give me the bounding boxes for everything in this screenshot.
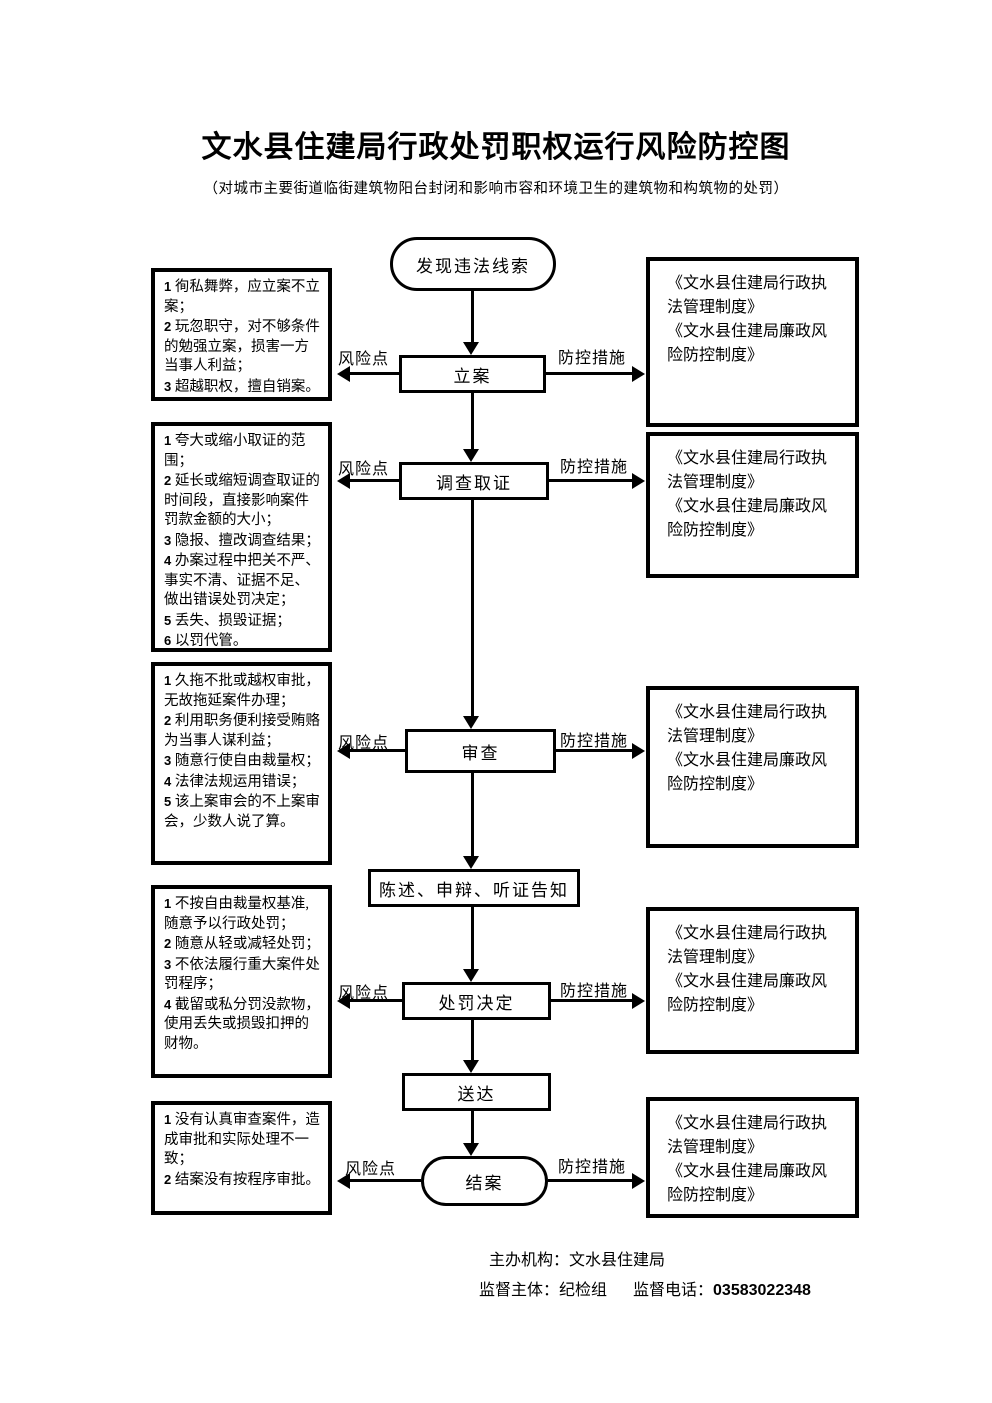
risk-box-investigation: 1 夸大或缩小取证的范围； 2 延长或缩短调查取证的时间段，直接影响案件罚款金额的… [151,422,332,652]
page-title: 文水县住建局行政处罚职权运行风险防控图 [201,131,791,164]
risk-item: 3 超越职权，擅自销案。 [164,378,320,395]
arrow-head-left-icon [337,743,350,759]
footer-supervisor: 监督主体：纪检组 [479,1282,608,1299]
arrow-head-right-icon [632,366,645,382]
risk-item: 2 随意从轻或减轻处罚； [164,936,320,952]
risk-item: 2 结案没有按程序审批。 [164,1171,320,1188]
risk-item: 4 办案过程中把关不严、事实不清、证据不足、做出错误处罚决定； [164,553,320,608]
arrow-line [546,372,632,375]
measure-line: 《文水县住建局行政执法管理制度》 [667,450,828,491]
risk-item: 1 夸大或缩小取证的范围； [164,433,306,469]
risk-item: 2 延长或缩短调查取证的时间段，直接影响案件罚款金额的大小； [164,473,320,528]
arrow-head-right-icon [632,473,645,489]
arrow-line [350,749,405,752]
arrow-line [350,999,402,1002]
arrow-head-left-icon [337,473,350,489]
risk-item: 3 随意行使自由裁量权； [164,753,320,769]
arrow-line [556,749,632,752]
arrow-line [350,479,399,482]
arrow-head-right-icon [632,1173,645,1189]
control-measure-label: 防控措施 [560,459,629,476]
risk-box-review: 1 久拖不批或越权审批，无故拖延案件办理； 2 利用职务便利接受贿赂为当事人谋利益… [151,662,332,865]
flow-step-investigation: 调查取证 [399,462,549,500]
measure-line: 《文水县住建局廉政风险防控制度》 [667,323,828,364]
footer-organizer: 主办机构：文水县住建局 [489,1252,666,1269]
arrow-head-left-icon [337,993,350,1009]
measure-box-investigation: 《文水县住建局行政执法管理制度》《文水县住建局廉政风险防控制度》 [646,432,859,578]
flow-step-filing: 立案 [399,355,546,393]
measure-line: 《文水县住建局廉政风险防控制度》 [667,498,828,539]
risk-item: 2 玩忽职守，对不够条件的勉强立案，损害一方当事人利益； [164,319,320,374]
risk-item: 1 不按自由裁量权基准,随意予以行政处罚； [164,896,309,932]
flow-step-notice: 陈述、申辩、听证告知 [368,869,580,907]
measure-line: 《文水县住建局廉政风险防控制度》 [667,1163,828,1204]
arrow-line [471,907,474,969]
arrow-line [548,1179,632,1182]
measure-box-closing: 《文水县住建局行政执法管理制度》《文水县住建局廉政风险防控制度》 [646,1097,859,1218]
risk-box-closing: 1 没有认真审查案件，造成审批和实际处理不一致； 2 结案没有按程序审批。 [151,1101,332,1215]
flow-start-oval: 发现违法线索 [390,237,556,291]
risk-box-filing: 1 徇私舞弊，应立案不立案； 2 玩忽职守，对不够条件的勉强立案，损害一方当事人利… [151,268,332,401]
arrow-head-left-icon [337,1173,350,1189]
arrow-line [350,1179,421,1182]
risk-point-label: 风险点 [338,735,390,752]
measure-line: 《文水县住建局行政执法管理制度》 [667,1115,828,1156]
arrow-line [471,773,474,856]
measure-line: 《文水县住建局行政执法管理制度》 [667,925,828,966]
arrow-head-down-icon [463,969,479,982]
risk-point-label: 风险点 [338,351,390,368]
measure-line: 《文水县住建局行政执法管理制度》 [667,275,828,316]
measure-box-decision: 《文水县住建局行政执法管理制度》《文水县住建局廉政风险防控制度》 [646,907,859,1054]
footer-supervision: 监督主体：纪检组 监督电话：03583022348 [479,1276,811,1300]
arrow-line [471,500,474,716]
risk-item: 1 久拖不批或越权审批，无故拖延案件办理； [164,673,320,709]
arrow-line [471,1111,474,1143]
measure-box-review: 《文水县住建局行政执法管理制度》《文水县住建局廉政风险防控制度》 [646,686,859,848]
arrow-head-left-icon [337,366,350,382]
risk-point-label: 风险点 [338,985,390,1002]
arrow-line [471,1020,474,1060]
risk-item: 1 没有认真审查案件，造成审批和实际处理不一致； [164,1112,320,1167]
risk-item: 2 利用职务便利接受贿赂为当事人谋利益； [164,713,320,749]
risk-item: 3 不依法履行重大案件处罚程序； [164,956,320,993]
risk-item: 6 以罚代管。 [164,633,248,649]
risk-item: 4 法律法规运用错误； [164,773,306,790]
control-measure-label: 防控措施 [560,983,629,1000]
arrow-head-down-icon [463,716,479,729]
arrow-line [551,999,632,1002]
footer-phone-number: 03583022348 [713,1282,811,1299]
arrow-head-down-icon [463,342,479,355]
arrow-head-down-icon [463,1060,479,1073]
risk-item: 5 该上案审会的不上案审会，少数人说了算。 [164,794,320,830]
arrow-head-down-icon [463,856,479,869]
flow-step-review: 审查 [405,729,556,773]
arrow-head-right-icon [632,993,645,1009]
risk-point-label: 风险点 [338,461,390,478]
measure-line: 《文水县住建局廉政风险防控制度》 [667,752,828,793]
arrow-line [471,291,474,342]
risk-item: 5 丢失、损毁证据； [164,612,291,629]
risk-item: 4 截留或私分罚没款物，使用丢失或损毁扣押的财物。 [164,996,320,1052]
control-measure-label: 防控措施 [558,1159,627,1176]
flow-end-oval: 结案 [421,1156,548,1206]
footer-phone-label: 监督电话： [633,1282,714,1299]
control-measure-label: 防控措施 [558,350,627,367]
risk-item: 1 徇私舞弊，应立案不立案； [164,279,320,315]
arrow-head-down-icon [463,1143,479,1156]
arrow-line [350,372,399,375]
page-subtitle: （对城市主要街道临街建筑物阳台封闭和影响市容和环境卫生的建筑物和构筑物的处罚） [203,181,789,197]
arrow-line [471,393,474,449]
measure-box-filing: 《文水县住建局行政执法管理制度》《文水县住建局廉政风险防控制度》 [646,257,859,427]
control-measure-label: 防控措施 [560,733,629,750]
risk-box-decision: 1 不按自由裁量权基准,随意予以行政处罚； 2 随意从轻或减轻处罚； 3 不依法履行… [151,885,332,1078]
measure-line: 《文水县住建局行政执法管理制度》 [667,704,828,745]
risk-item: 3 隐报、擅改调查结果； [164,532,320,549]
flow-step-decision: 处罚决定 [402,982,551,1020]
arrow-line [549,479,632,482]
flow-step-delivery: 送达 [402,1073,551,1111]
arrow-head-right-icon [632,743,645,759]
risk-point-label: 风险点 [345,1161,397,1178]
arrow-head-down-icon [463,449,479,462]
measure-line: 《文水县住建局廉政风险防控制度》 [667,973,828,1014]
